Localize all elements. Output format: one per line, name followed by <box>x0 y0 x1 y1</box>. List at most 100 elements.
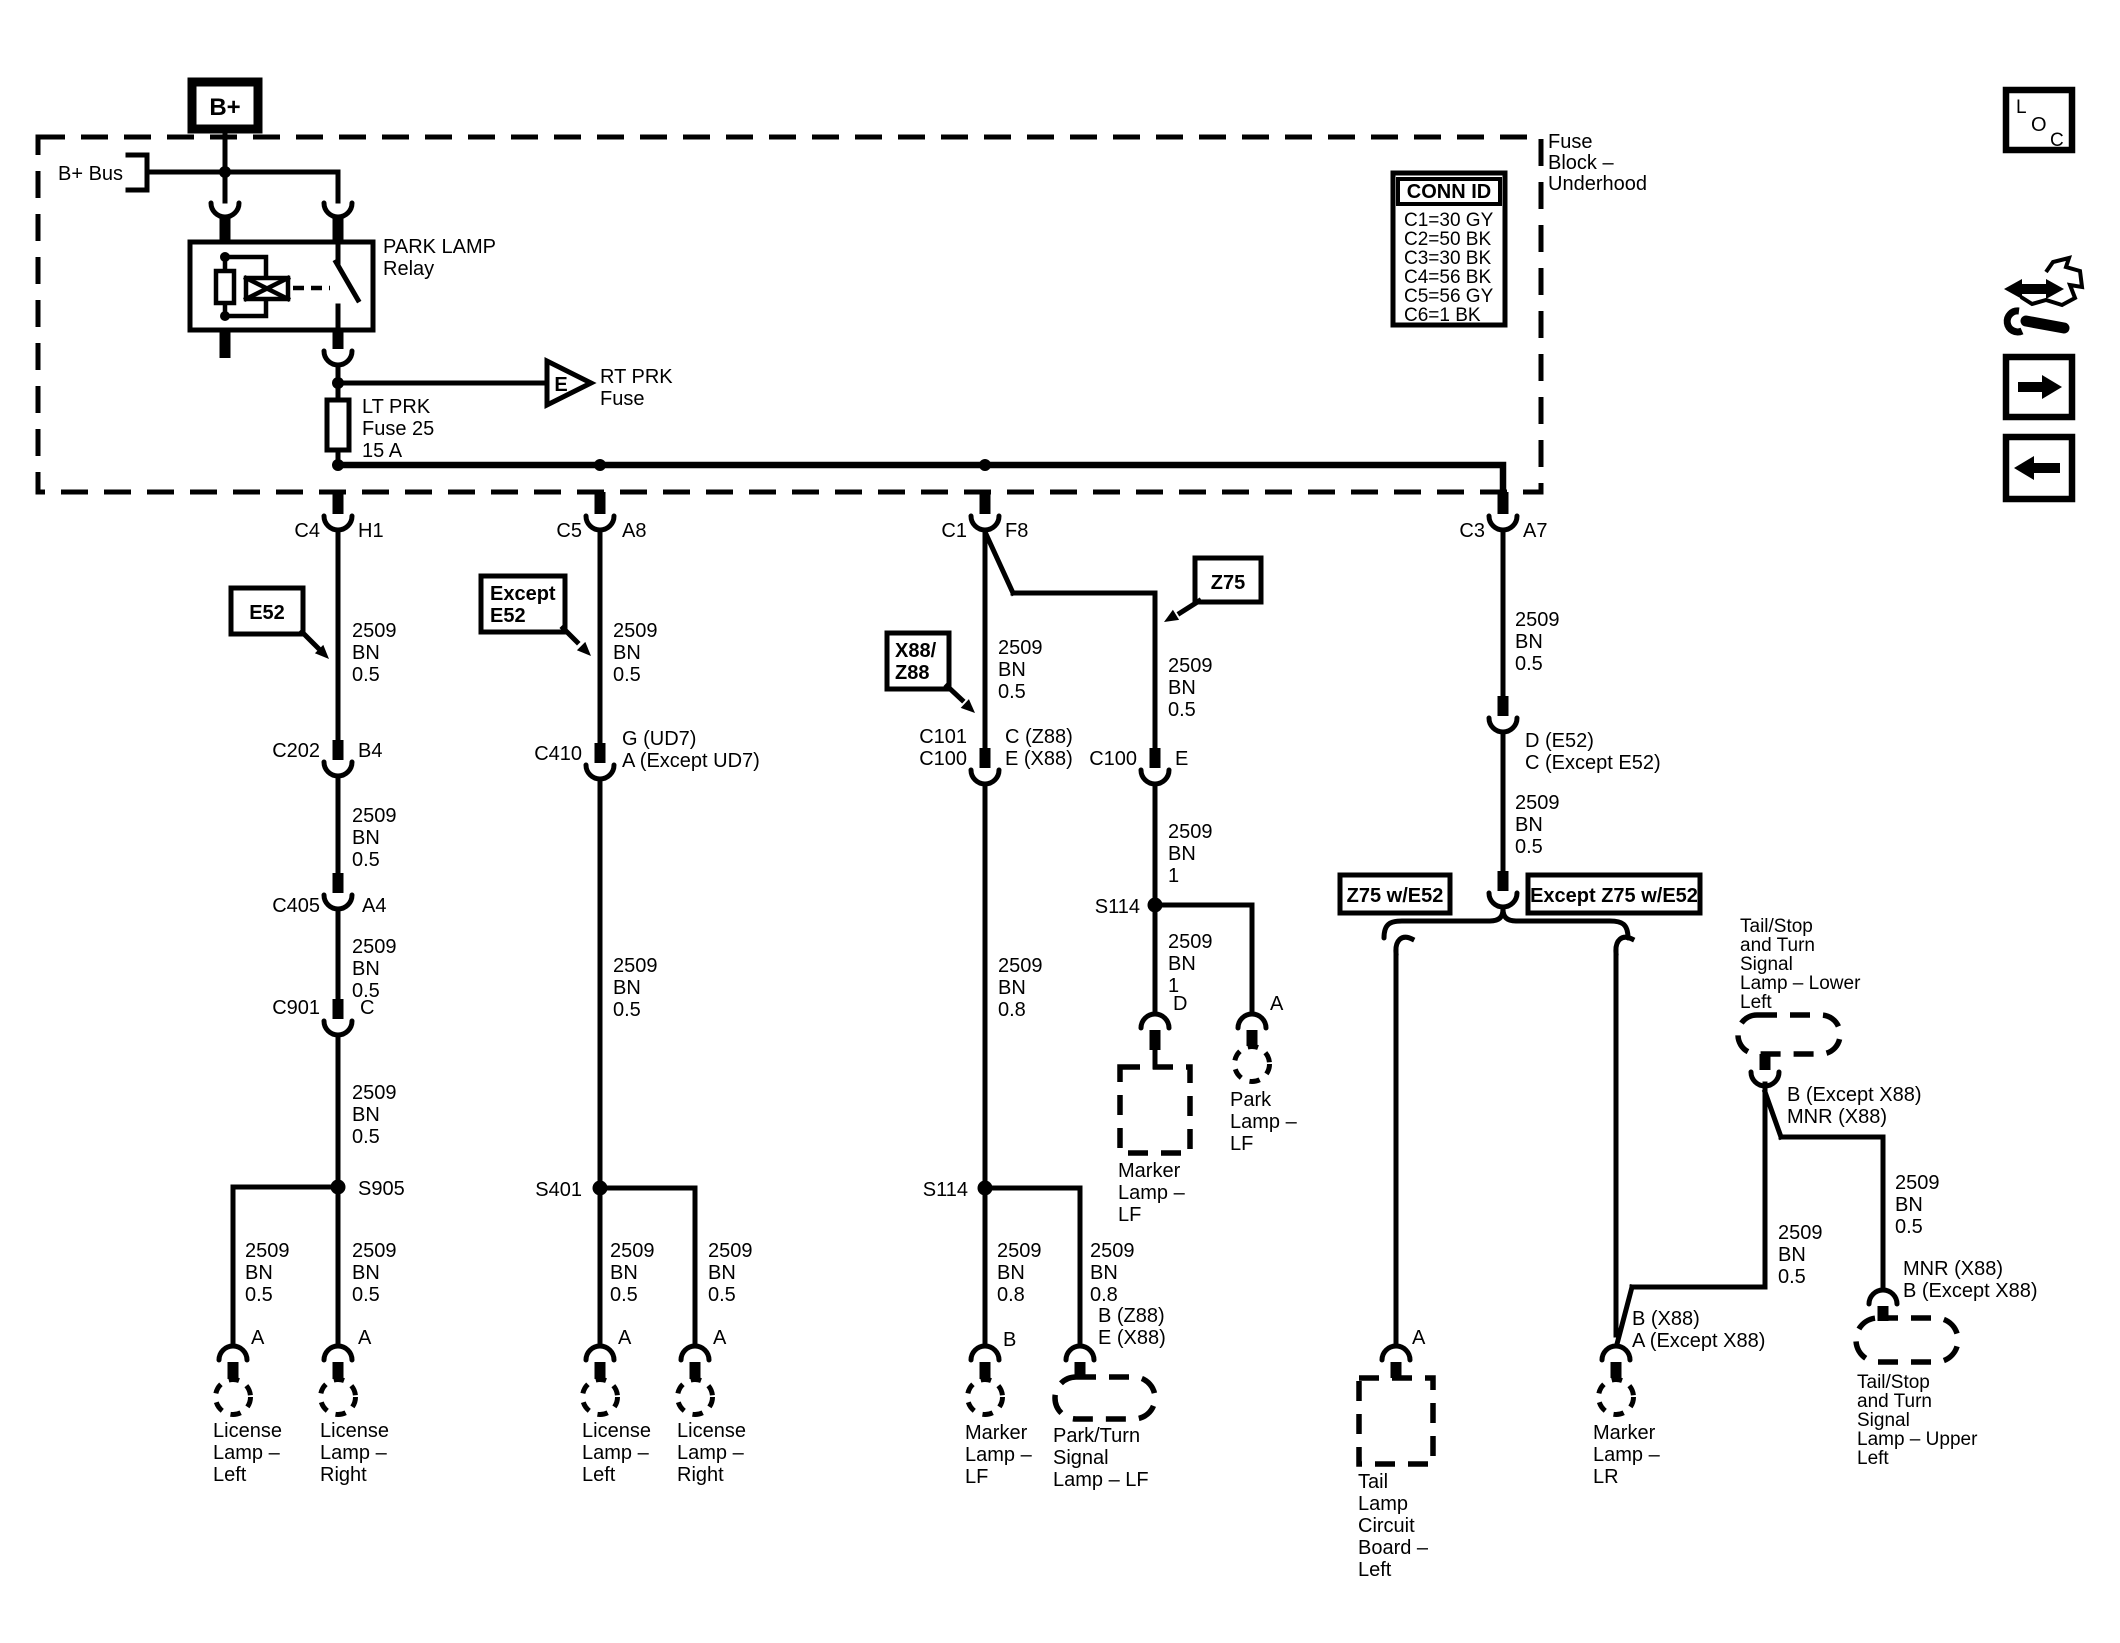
pin-a: A <box>251 1327 265 1349</box>
tailstop-upper-left-label: Tail/Stop and Turn Signal Lamp – Upper L… <box>1857 1372 1983 1469</box>
svg-text:Z75: Z75 <box>1211 572 1245 594</box>
rt-prk-fuse-reference-triangle <box>544 356 597 410</box>
rt-prk-fuse-reference-letter: E <box>554 374 567 396</box>
license-lamp-left-symbol <box>213 1377 253 1417</box>
pin-c-z88: C (Z88) <box>1005 726 1073 748</box>
connector-c100: C100 <box>1089 748 1137 770</box>
pin-a: A <box>618 1327 632 1349</box>
svg-text:Except E52: Except E52 <box>490 583 561 627</box>
callout-except-z75-w-e52: Except Z75 w/E52 <box>1525 872 1703 916</box>
pin-e: E <box>1175 748 1188 770</box>
fuse-block-label: Fuse Block – Underhood <box>1548 131 1647 195</box>
pin-a7: A7 <box>1523 520 1547 542</box>
connector-c405: C405 <box>272 895 320 917</box>
tools-navigation-icon[interactable] <box>2003 255 2085 336</box>
tail-lamp-circuit-board-label: Tail Lamp Circuit Board – Left <box>1358 1471 1434 1581</box>
pin-c: C <box>360 997 374 1019</box>
callout-e52: E52 <box>228 585 329 659</box>
connector-c101: C101 <box>919 726 967 748</box>
pin-g-ud7: G (UD7) <box>622 728 696 750</box>
pin-mnr-x88: MNR (X88) <box>1787 1106 1887 1128</box>
b-plus-terminal-box <box>187 77 263 134</box>
loc-letter-c: C <box>2050 130 2064 151</box>
callout-z75: Z75 <box>1164 555 1264 622</box>
conn-id-rows: C1=30 GY C2=50 BK C3=30 BK C4=56 BK C5=5… <box>1404 210 1498 326</box>
callout-z75-w-e52: Z75 w/E52 <box>1337 872 1453 916</box>
pin-a-except-ud7: A (Except UD7) <box>622 750 760 772</box>
pin-b4: B4 <box>358 740 382 762</box>
pin-b: B <box>1003 1329 1016 1351</box>
connector-c100: C100 <box>919 748 967 770</box>
marker-lamp-lr-symbol <box>1596 1377 1636 1417</box>
loc-letter-l: L <box>2016 97 2027 118</box>
park-lamp-relay <box>187 239 376 368</box>
relay-resistor <box>213 268 237 306</box>
left-arrow-icon <box>2034 463 2060 473</box>
right-arrow-icon <box>2018 382 2044 392</box>
power-feed-wiring <box>125 125 355 244</box>
tailstop-lower-left-label: Tail/Stop and Turn Signal Lamp – Lower L… <box>1740 916 1866 1013</box>
circuit-rear-lamps-branch <box>1379 527 1900 1378</box>
license-lamp-left-symbol <box>580 1377 620 1417</box>
pin-f8: F8 <box>1005 520 1028 542</box>
splice-s114: S114 <box>923 1179 968 1201</box>
pin-a8: A8 <box>622 520 646 542</box>
back-button[interactable] <box>2002 433 2076 503</box>
connector-c901: C901 <box>272 997 320 1019</box>
connector-c3: C3 <box>1459 520 1485 542</box>
pin-d-e52: D (E52) <box>1525 730 1594 752</box>
connector-c4: C4 <box>294 520 320 542</box>
svg-text:X88/ Z88: X88/ Z88 <box>895 640 942 684</box>
pin-c-except-e52: C (Except E52) <box>1525 752 1661 774</box>
fuse-block-output-connectors <box>321 492 1520 533</box>
svg-text:Except Z75 w/E52: Except Z75 w/E52 <box>1530 885 1698 907</box>
conn-id-header: CONN ID <box>1407 181 1491 203</box>
loc-button[interactable]: L O C <box>2002 86 2076 154</box>
park-lamp-lf-symbol <box>1232 1044 1272 1084</box>
pin-b-x88: B (X88) <box>1632 1308 1700 1330</box>
pin-e-x88: E (X88) <box>1098 1327 1166 1349</box>
pin-h1: H1 <box>358 520 384 542</box>
fuse-feed-wiring <box>332 362 1507 496</box>
lt-prk-fuse-label: LT PRK Fuse 25 15 A <box>362 396 440 462</box>
pin-d: D <box>1173 993 1187 1015</box>
pin-b-except-x88: B (Except X88) <box>1903 1280 2038 1302</box>
connector-c1: C1 <box>941 520 967 542</box>
marker-lamp-lf-symbol <box>965 1377 1005 1417</box>
splice-s401: S401 <box>535 1179 582 1201</box>
relay-switch <box>332 239 362 333</box>
tailstop-upper-left-symbol <box>1853 1315 1961 1365</box>
pin-a: A <box>1270 993 1284 1015</box>
forward-button[interactable] <box>2002 353 2076 421</box>
splice-s905: S905 <box>358 1178 405 1200</box>
callout-except-e52: Except E52 <box>478 573 591 656</box>
pin-b-except-x88: B (Except X88) <box>1787 1084 1922 1106</box>
relay-label: PARK LAMP Relay <box>383 236 501 280</box>
fuse-block-boundary <box>35 134 1544 495</box>
pin-a-except-x88: A (Except X88) <box>1632 1330 1765 1352</box>
marker-lamp-lf-symbol <box>1117 1064 1193 1156</box>
park-turn-signal-lamp-lf-symbol <box>1052 1374 1158 1422</box>
